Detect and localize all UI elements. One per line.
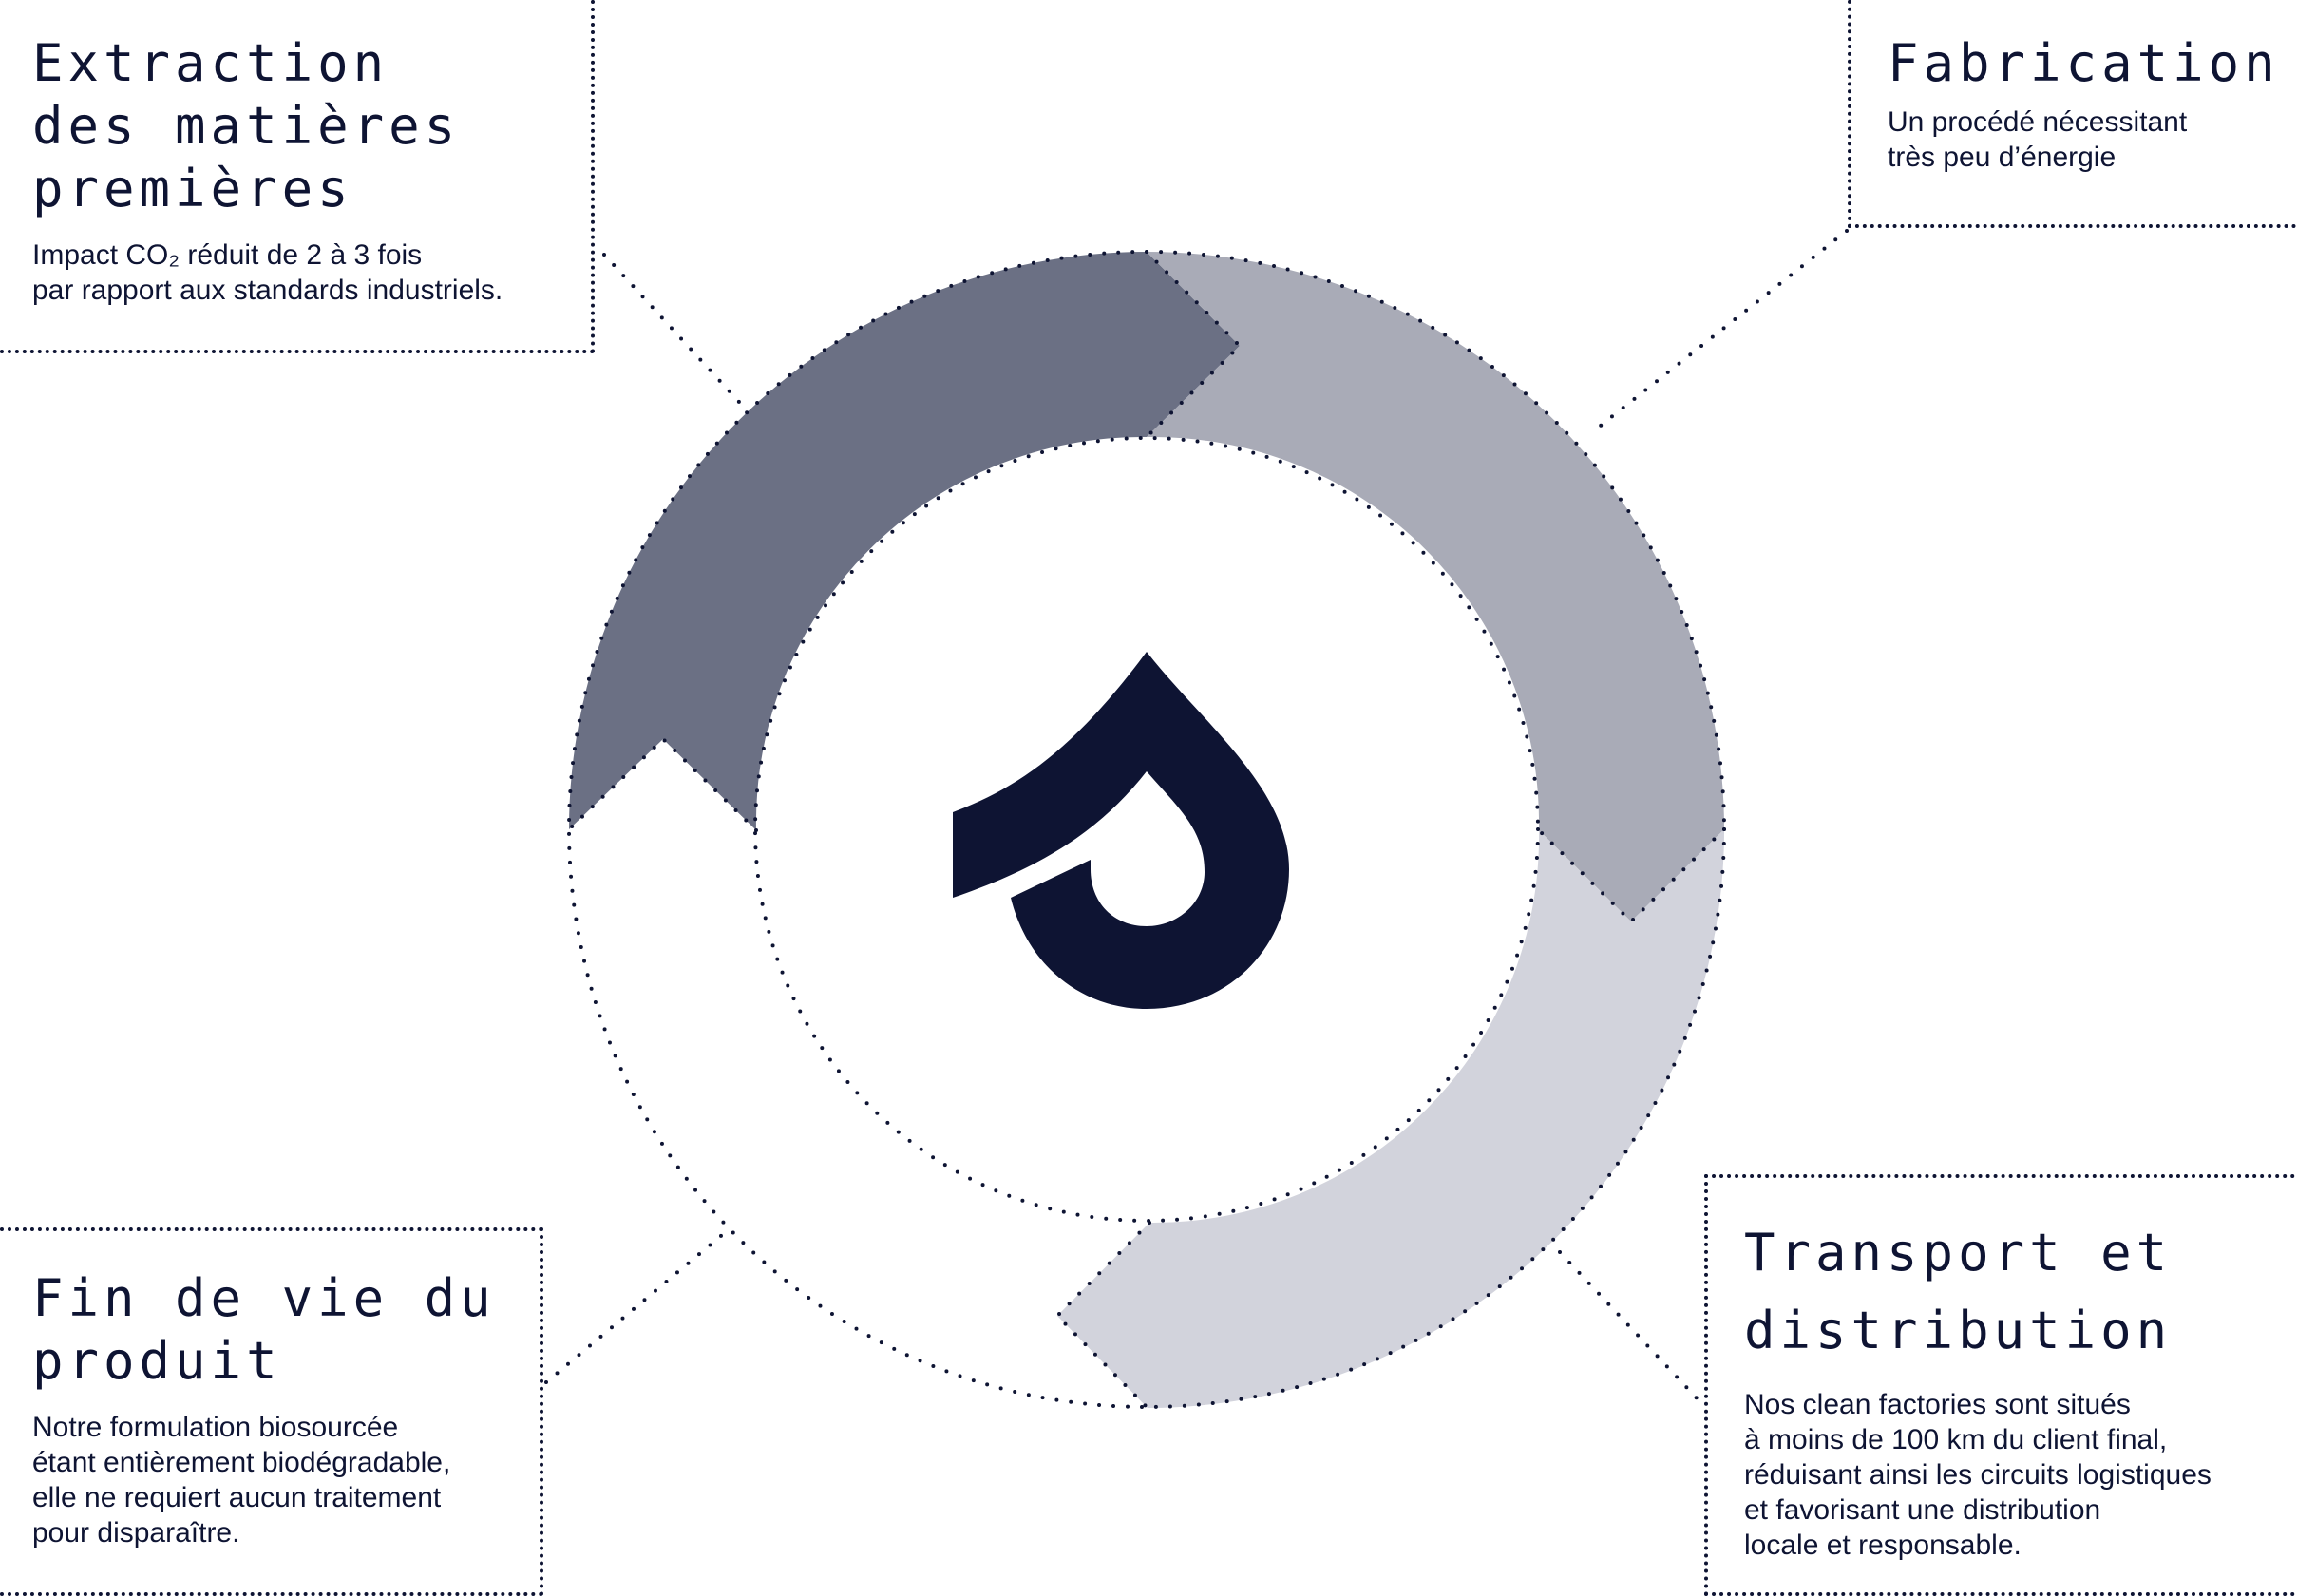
stage-title-line: Transport et bbox=[1744, 1223, 2173, 1282]
stage-description-line: pour disparaître. bbox=[32, 1517, 240, 1548]
stage-description-line: à moins de 100 km du client final, bbox=[1744, 1424, 2168, 1455]
stage-description-line: réduisant ainsi les circuits logistiques bbox=[1744, 1459, 2212, 1491]
connector-lines bbox=[544, 229, 1849, 1406]
arrow-outline-right bbox=[1537, 827, 1726, 924]
stage-description-line: elle ne requiert aucun traitement bbox=[32, 1482, 442, 1513]
stage-description-transport: Nos clean factories sont situés à moins … bbox=[1744, 1387, 2265, 1563]
arrow-outline-left bbox=[567, 736, 758, 832]
stage-description-fin-de-vie: Notre formulation biosourcée étant entiè… bbox=[32, 1410, 505, 1550]
droplet-logo-icon bbox=[953, 652, 1289, 1009]
stage-box-extraction: Extraction des matières premières Impact… bbox=[0, 0, 595, 353]
segment-extraction-arrow bbox=[569, 252, 1240, 830]
stage-description-line: locale et responsable. bbox=[1744, 1530, 2022, 1561]
stage-description-line: très peu d’énergie bbox=[1888, 142, 2117, 173]
stage-description-line: Nos clean factories sont situés bbox=[1744, 1389, 2131, 1420]
stage-description-line: Un procédé nécessitant bbox=[1888, 106, 2188, 138]
stage-description-line: Notre formulation biosourcée bbox=[32, 1412, 399, 1443]
connector-transport bbox=[1558, 1250, 1704, 1406]
connector-fabrication bbox=[1590, 229, 1849, 434]
stage-title-line: Extraction bbox=[32, 33, 389, 93]
stage-title-extraction: Extraction des matières premières bbox=[32, 32, 557, 220]
stage-title-fabrication: Fabrication bbox=[1888, 32, 2280, 95]
inner-ring-outline bbox=[753, 436, 1540, 1223]
stage-box-fin-de-vie: Fin de vie du produit Notre formulation … bbox=[0, 1227, 543, 1596]
stage-box-fabrication: Fabrication Un procédé nécessitant très … bbox=[1848, 0, 2297, 228]
stage-title-line: des matières bbox=[32, 96, 461, 156]
stage-description-line: étant entièrement biodégradable, bbox=[32, 1447, 451, 1478]
segment-transport-arrow bbox=[1057, 829, 1725, 1408]
stage-title-line: distribution bbox=[1744, 1301, 2173, 1360]
stage-box-transport: Transport et distribution Nos clean fact… bbox=[1704, 1174, 2297, 1596]
arrow-outline-bottom bbox=[1054, 1221, 1151, 1410]
stage-description-line: et favorisant une distribution bbox=[1744, 1494, 2101, 1526]
stage-description-fabrication: Un procédé nécessitant très peu d’énergi… bbox=[1888, 104, 2266, 175]
stage-description-line: Impact CO₂ réduit de 2 à 3 fois bbox=[32, 239, 423, 271]
stage-description-extraction: Impact CO₂ réduit de 2 à 3 fois par rapp… bbox=[32, 238, 557, 308]
connector-fin bbox=[544, 1233, 724, 1384]
stage-title-line: Fin de vie du bbox=[32, 1268, 496, 1328]
arrow-outline-top bbox=[1145, 250, 1243, 439]
stage-title-line: premières bbox=[32, 159, 353, 218]
stage-title-line: produit bbox=[32, 1331, 282, 1391]
ring bbox=[567, 250, 1726, 1410]
stage-title-transport: Transport et distribution bbox=[1744, 1214, 2265, 1370]
stage-description-line: par rapport aux standards industriels. bbox=[32, 275, 503, 306]
stage-title-fin-de-vie: Fin de vie du produit bbox=[32, 1267, 505, 1393]
segment-fabrication-arrow bbox=[1147, 252, 1724, 922]
connector-extraction bbox=[602, 253, 741, 404]
stage-title-line: Fabrication bbox=[1888, 33, 2280, 93]
